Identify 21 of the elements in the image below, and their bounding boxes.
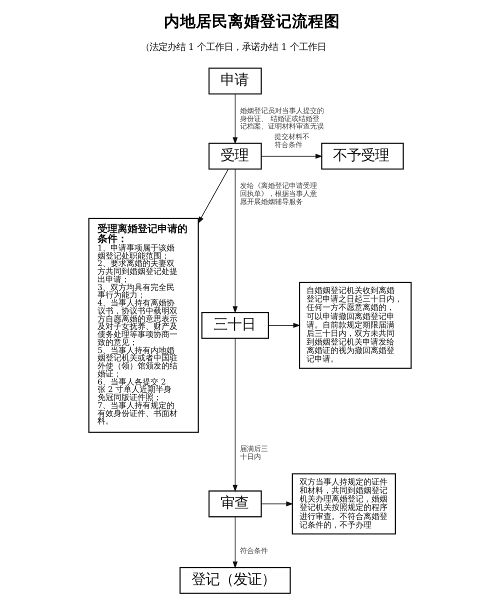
arrow xyxy=(268,322,300,328)
node-box: 不予受理 xyxy=(321,142,404,170)
node-box: 登记（发证） xyxy=(180,566,291,594)
edge-label: 发给《离婚登记申请受理回执单》，根据当事人意愿开展婚姻辅导服务 xyxy=(240,181,318,206)
edge-label: 届满后三十日内 xyxy=(240,444,268,461)
arrow xyxy=(260,501,294,506)
arrow xyxy=(198,168,229,224)
arrow xyxy=(261,154,323,159)
arrow xyxy=(232,516,238,569)
arrow xyxy=(232,94,238,144)
label: （法定办结 1 个工作日，承诺办结 1 个工作日 xyxy=(140,42,326,53)
diagram-title: 内地居民离婚登记流程图 xyxy=(164,11,340,30)
edge-label: 婚姻登记员对当事人提交的身份证、 结婚证或结婚登记档案、证明材料审查无误 xyxy=(240,106,324,131)
edge-label: 提交材料不符合条件 xyxy=(274,132,310,149)
arrow xyxy=(232,168,238,314)
node-box: 申请 xyxy=(208,68,262,95)
node-box: 受理 xyxy=(208,142,262,170)
node-box: 审查 xyxy=(208,490,262,518)
edge-label: 符合条件 xyxy=(240,546,268,555)
node-box: 三十日 xyxy=(201,312,269,339)
arrow xyxy=(232,338,238,492)
